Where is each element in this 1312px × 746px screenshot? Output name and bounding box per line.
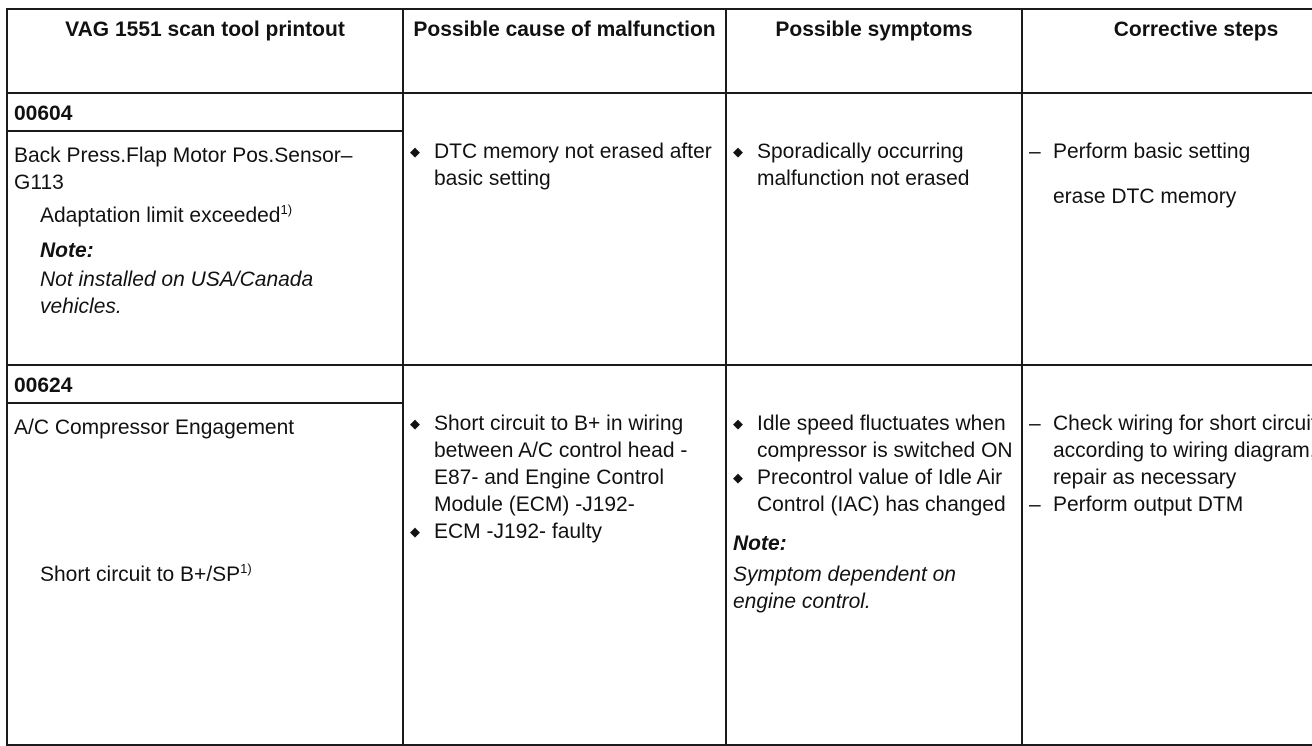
cause-cell: Short circuit to B+ in wiring between A/…	[402, 364, 727, 746]
fault-code: 00604	[8, 94, 402, 132]
note-label: Note:	[40, 239, 94, 262]
footnote-marker: 1)	[240, 561, 252, 576]
table-row: 00604 Back Press.Flap Motor Pos.Sensor–G…	[6, 92, 1312, 366]
cause-cell: DTC memory not erased after basic settin…	[402, 92, 727, 366]
header-row: VAG 1551 scan tool printout Possible cau…	[6, 8, 1312, 94]
header-corrective-steps: Corrective steps	[1021, 8, 1312, 94]
fault-code: 00624	[8, 366, 402, 404]
note-label: Note:	[733, 532, 787, 555]
header-scan-tool-printout: VAG 1551 scan tool printout	[6, 8, 404, 94]
step-extra: erase DTC memory	[1053, 185, 1237, 208]
fault-type-text: Adaptation limit exceeded	[40, 204, 281, 227]
fault-type: Adaptation limit exceeded1)	[14, 196, 396, 229]
footnote-marker: 1)	[280, 202, 293, 217]
steps-list: Perform basic setting	[1023, 94, 1312, 165]
list-item: Sporadically occurring malfunction not e…	[727, 138, 1021, 192]
steps-list: Check wiring for short circuit according…	[1023, 366, 1312, 518]
component-name: A/C Compressor Engagement	[14, 416, 295, 439]
list-item: DTC memory not erased after basic settin…	[404, 138, 725, 192]
list-item: Check wiring for short circuit according…	[1023, 410, 1312, 491]
cause-list: Short circuit to B+ in wiring between A/…	[404, 366, 725, 545]
symptom-list: Idle speed fluctuates when compressor is…	[727, 366, 1021, 518]
header-possible-cause: Possible cause of malfunction	[402, 8, 727, 94]
symptom-cell: Sporadically occurring malfunction not e…	[725, 92, 1023, 366]
steps-cell: Check wiring for short circuit according…	[1021, 364, 1312, 746]
steps-cell: Perform basic setting erase DTC memory	[1021, 92, 1312, 366]
note-text: Symptom dependent on engine control.	[733, 563, 956, 613]
list-item: ECM -J192- faulty	[404, 518, 725, 545]
list-item: Perform output DTM	[1023, 491, 1312, 518]
list-item: Idle speed fluctuates when compressor is…	[727, 410, 1021, 464]
list-item: Precontrol value of Idle Air Control (IA…	[727, 464, 1021, 518]
component-name: Back Press.Flap Motor Pos.Sensor–G113	[14, 144, 353, 194]
printout-cell: 00624 A/C Compressor Engagement Short ci…	[6, 364, 404, 746]
symptom-cell: Idle speed fluctuates when compressor is…	[725, 364, 1023, 746]
note-text: Not installed on USA/Canada vehicles.	[40, 268, 314, 318]
fault-type-text: Short circuit to B+/SP	[40, 563, 241, 586]
cause-list: DTC memory not erased after basic settin…	[404, 94, 725, 192]
printout-cell: 00604 Back Press.Flap Motor Pos.Sensor–G…	[6, 92, 404, 366]
table-row: 00624 A/C Compressor Engagement Short ci…	[6, 364, 1312, 746]
fault-table: VAG 1551 scan tool printout Possible cau…	[6, 8, 1312, 746]
list-item: Perform basic setting	[1023, 138, 1312, 165]
header-possible-symptoms: Possible symptoms	[725, 8, 1023, 94]
list-item: Short circuit to B+ in wiring between A/…	[404, 410, 725, 518]
fault-type: Short circuit to B+/SP1)	[14, 441, 396, 588]
symptom-list: Sporadically occurring malfunction not e…	[727, 94, 1021, 192]
